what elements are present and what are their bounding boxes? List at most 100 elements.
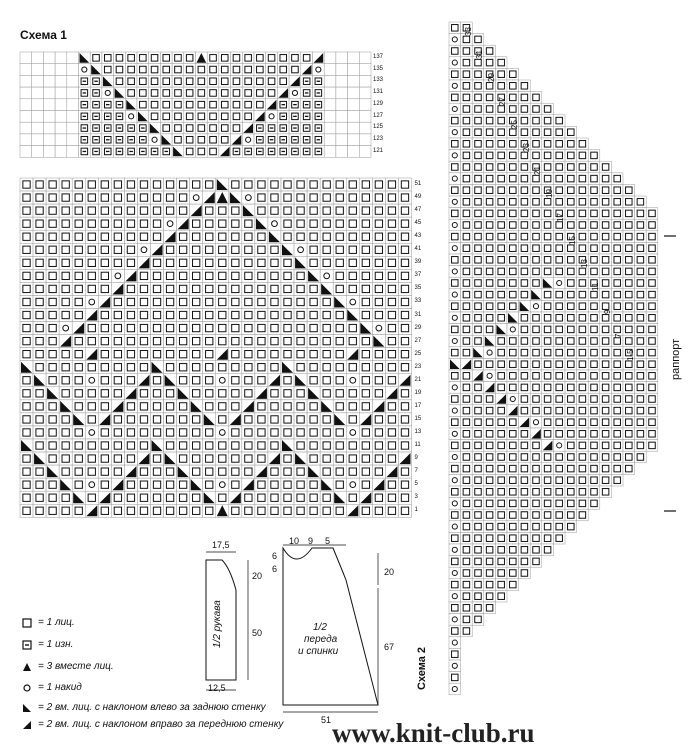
row-number: 129: [373, 100, 384, 107]
row-number: 3: [414, 494, 418, 501]
row-number: 127: [373, 112, 384, 119]
slant-left-icon: [22, 703, 32, 713]
neck-depth-1: 6: [272, 551, 278, 561]
chart-cell: [45, 177, 60, 192]
step-label: 17: [556, 212, 566, 222]
chart-cell: [124, 203, 138, 218]
step-label: 27: [498, 96, 508, 106]
body-width-bottom: 51: [321, 715, 332, 725]
chart-cell: [215, 177, 230, 192]
row-number: 25: [414, 350, 422, 357]
row-number: 35: [414, 285, 422, 292]
row-number: 51: [414, 181, 422, 187]
triangle-icon: [22, 662, 32, 672]
row-number: 5: [414, 481, 418, 488]
row-number: 43: [414, 233, 422, 240]
neck-width-2: 9: [308, 536, 314, 546]
chart-cell: [176, 177, 190, 192]
chart-cell: [319, 203, 334, 218]
step-label: 7: [614, 333, 624, 338]
row-number: 47: [414, 207, 422, 214]
legend-yo: = 1 накид: [22, 682, 82, 693]
sleeve-length: 50: [252, 628, 263, 638]
neck-width-1: 10: [289, 536, 300, 546]
step-label: 19: [544, 189, 554, 199]
row-number: 137: [373, 54, 384, 60]
chart-cell: [176, 190, 190, 205]
body-label-2: переда: [304, 634, 338, 645]
chart-cell: [113, 145, 126, 158]
row-number: 29: [414, 324, 422, 331]
body-label-3: и спинки: [298, 646, 339, 657]
row-number: 19: [414, 389, 422, 396]
chart-cell: [163, 216, 177, 231]
row-number: 13: [414, 428, 422, 435]
sleeve-width-top: 17,5: [212, 540, 230, 550]
step-label: 29: [486, 73, 496, 83]
row-number: 33: [414, 298, 422, 305]
row-number: 131: [373, 89, 384, 96]
chart-cell: [189, 216, 203, 231]
row-number: 1: [414, 507, 418, 514]
neck-width-3: 5: [325, 536, 331, 546]
sleeve-cap-height: 20: [252, 571, 263, 581]
body-armhole: 20: [384, 567, 395, 577]
legend-yo-text: = 1 накид: [38, 682, 82, 693]
row-number: 17: [414, 402, 422, 409]
legend-k3tog-text: = 3 вместе лиц.: [38, 661, 114, 672]
row-number: 123: [373, 135, 384, 142]
step-label: 13: [579, 259, 589, 268]
legend-knit: = 1 лиц.: [22, 617, 75, 628]
step-label: 23: [521, 143, 531, 152]
site-watermark: www.knit-club.ru: [332, 718, 535, 748]
row-number: 11: [414, 442, 421, 448]
chart-cell: [111, 216, 125, 231]
chart-cell: [359, 145, 372, 158]
row-number: 37: [414, 272, 422, 279]
step-label: 9: [602, 309, 612, 315]
legend-ssk: = 2 вм. лиц. с наклоном влево за заднюю …: [22, 702, 266, 713]
chart-cell: [85, 177, 99, 192]
purl-square-icon: [22, 639, 32, 650]
chart-cell: [312, 133, 325, 146]
body-label-1: 1/2: [313, 622, 327, 633]
step-label: 1-5: [626, 349, 635, 361]
row-number: 49: [414, 194, 422, 201]
scheme2-title: Схема 2: [416, 646, 428, 690]
row-number: 23: [414, 363, 422, 370]
chart-cell: [253, 145, 266, 158]
step-label: 11: [591, 282, 601, 292]
chart-cell: [202, 190, 216, 205]
chart-cell: [300, 145, 313, 158]
row-number: 7: [414, 468, 418, 475]
row-number: 41: [414, 246, 422, 253]
step-label: 33: [463, 27, 473, 36]
body-length: 67: [384, 642, 395, 652]
legend-k2tog-text: = 2 вм. лиц. с наклоном вправо за передн…: [38, 719, 284, 730]
row-number: 15: [414, 415, 422, 422]
row-number: 121: [373, 147, 384, 154]
chart-cell: [228, 190, 243, 205]
chart-cell: [242, 145, 255, 158]
legend-purl-text: = 1 изн.: [38, 639, 74, 650]
sleeve-label: 1/2 рукава: [212, 600, 223, 648]
legend-ssk-text: = 2 вм. лиц. с наклоном влево за заднюю …: [38, 702, 266, 713]
chart-cell: [398, 190, 412, 205]
chart-cell: [300, 121, 313, 135]
step-label: 31: [475, 50, 485, 60]
row-number: 21: [414, 376, 422, 383]
row-number: 9: [414, 455, 418, 462]
knit-square-icon: [22, 617, 32, 628]
chart-cell: [288, 145, 302, 158]
row-number: 133: [373, 77, 384, 84]
row-number: 45: [414, 220, 422, 227]
step-label: 21: [533, 166, 543, 176]
chart-cell: [241, 203, 256, 218]
row-number: 39: [414, 259, 422, 266]
row-number: 31: [414, 311, 422, 318]
step-label: 25: [510, 119, 519, 129]
chart-cell: [306, 177, 321, 192]
scheme1-title: Схема 1: [20, 28, 67, 42]
